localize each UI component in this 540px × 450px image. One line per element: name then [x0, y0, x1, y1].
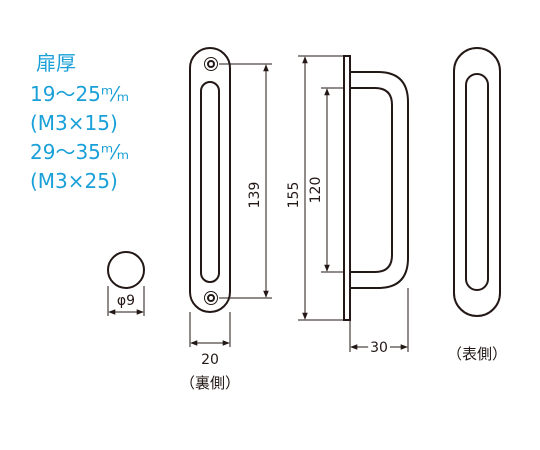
spec-title: 扉厚: [36, 51, 76, 75]
hole-pitch-label: 139: [247, 182, 263, 209]
width-label: 20: [201, 352, 219, 368]
spec-screw-2: (M3×25): [30, 169, 118, 193]
grip-inner: [350, 87, 393, 273]
screw-hole-top: [204, 57, 218, 71]
screw-head-circle: [107, 251, 145, 289]
side-view: 155 120 30: [286, 55, 409, 359]
back-plate-outline: [189, 47, 231, 313]
grip-outer: [350, 71, 409, 289]
back-side-caption: （裏側）: [180, 374, 240, 392]
front-plate-outline: [453, 47, 501, 317]
total-length-label: 155: [286, 182, 302, 209]
screw-head-view: φ9: [107, 251, 145, 316]
screw-hole-bottom: [204, 291, 218, 305]
grip-length-label: 120: [308, 177, 324, 204]
back-plate-slot: [200, 81, 220, 283]
spec-range-1: 19〜25ᵐ⁄ₘ: [30, 82, 129, 106]
spec-range-2: 29〜35ᵐ⁄ₘ: [30, 140, 129, 164]
base-plate-side: [343, 55, 351, 321]
projection-label: 30: [370, 340, 388, 356]
front-side-caption: （表側）: [447, 345, 507, 363]
door-thickness-spec: 扉厚 19〜25ᵐ⁄ₘ (M3×15) 29〜35ᵐ⁄ₘ (M3×25): [30, 51, 129, 193]
screw-diameter-label: φ9: [117, 293, 135, 309]
front-plate-view: （表側）: [447, 47, 507, 363]
back-plate-view: 139 20 （裏側）: [180, 47, 272, 392]
spec-screw-1: (M3×15): [30, 111, 118, 135]
front-plate-recess: [465, 73, 489, 291]
